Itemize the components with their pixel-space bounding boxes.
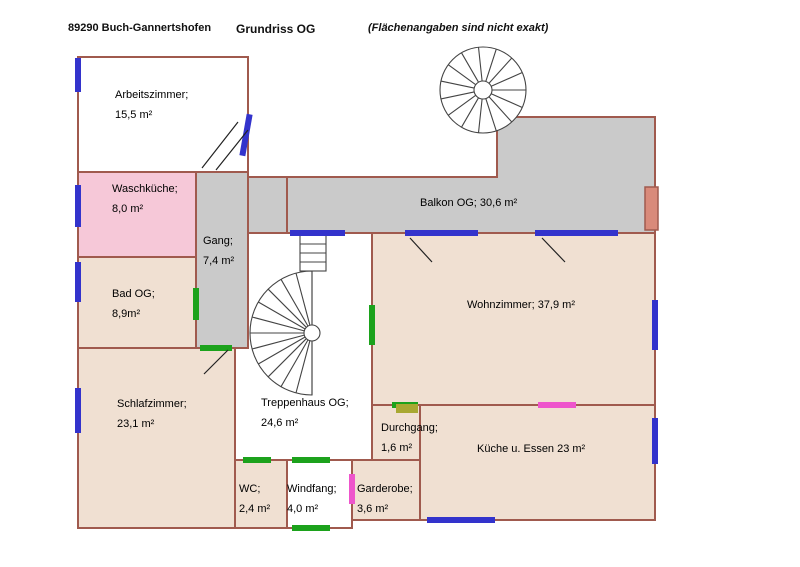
window-marker	[239, 113, 253, 157]
room-bad	[77, 256, 197, 349]
room-durchgang	[371, 404, 421, 461]
window-marker	[290, 230, 345, 236]
window-markers	[75, 58, 658, 523]
door-marker	[292, 457, 330, 463]
window-marker	[535, 230, 618, 236]
room-gang	[195, 171, 249, 349]
window-marker	[75, 262, 81, 302]
stair-newel	[303, 324, 321, 342]
window-marker	[75, 388, 81, 433]
door-marker	[292, 525, 330, 531]
disclaimer-note: (Flächenangaben sind nicht exakt)	[368, 22, 549, 34]
window-marker	[75, 58, 81, 92]
door-marker	[193, 288, 199, 320]
door-marker	[200, 345, 232, 351]
magenta-opening-marker	[349, 474, 355, 504]
window-marker	[652, 300, 658, 350]
room-schlafzimmer	[77, 347, 236, 529]
exterior-spiral-staircase	[439, 46, 527, 134]
window-marker	[652, 418, 658, 464]
treppenhaus-spiral-staircase	[249, 234, 327, 396]
stair-straight-treads	[300, 243, 326, 263]
spiral-treads	[440, 47, 526, 133]
room-kueche	[419, 404, 656, 521]
room-arbeitszimmer	[77, 56, 249, 173]
olive-marker	[396, 404, 418, 413]
door-marker	[369, 305, 375, 345]
spiral-inner-circle	[473, 80, 493, 100]
address-text: 89290 Buch-Gannertshofen	[68, 22, 212, 34]
room-windfang	[286, 459, 353, 529]
rooms	[77, 56, 656, 529]
page-title: Grundriss OG	[236, 22, 316, 36]
window-marker	[405, 230, 478, 236]
room-balkon	[247, 116, 656, 234]
door-marker	[243, 457, 271, 463]
balkon-pillar-marker	[644, 186, 659, 231]
door-swing-lines	[201, 121, 566, 375]
room-wohnzimmer	[371, 232, 656, 406]
room-garderobe	[351, 459, 421, 521]
stair-fan-treads	[250, 271, 313, 395]
room-wc	[234, 459, 288, 529]
window-marker	[75, 185, 81, 227]
room-waschkueche	[77, 171, 197, 258]
window-marker	[427, 517, 495, 523]
magenta-opening-marker	[538, 402, 576, 408]
